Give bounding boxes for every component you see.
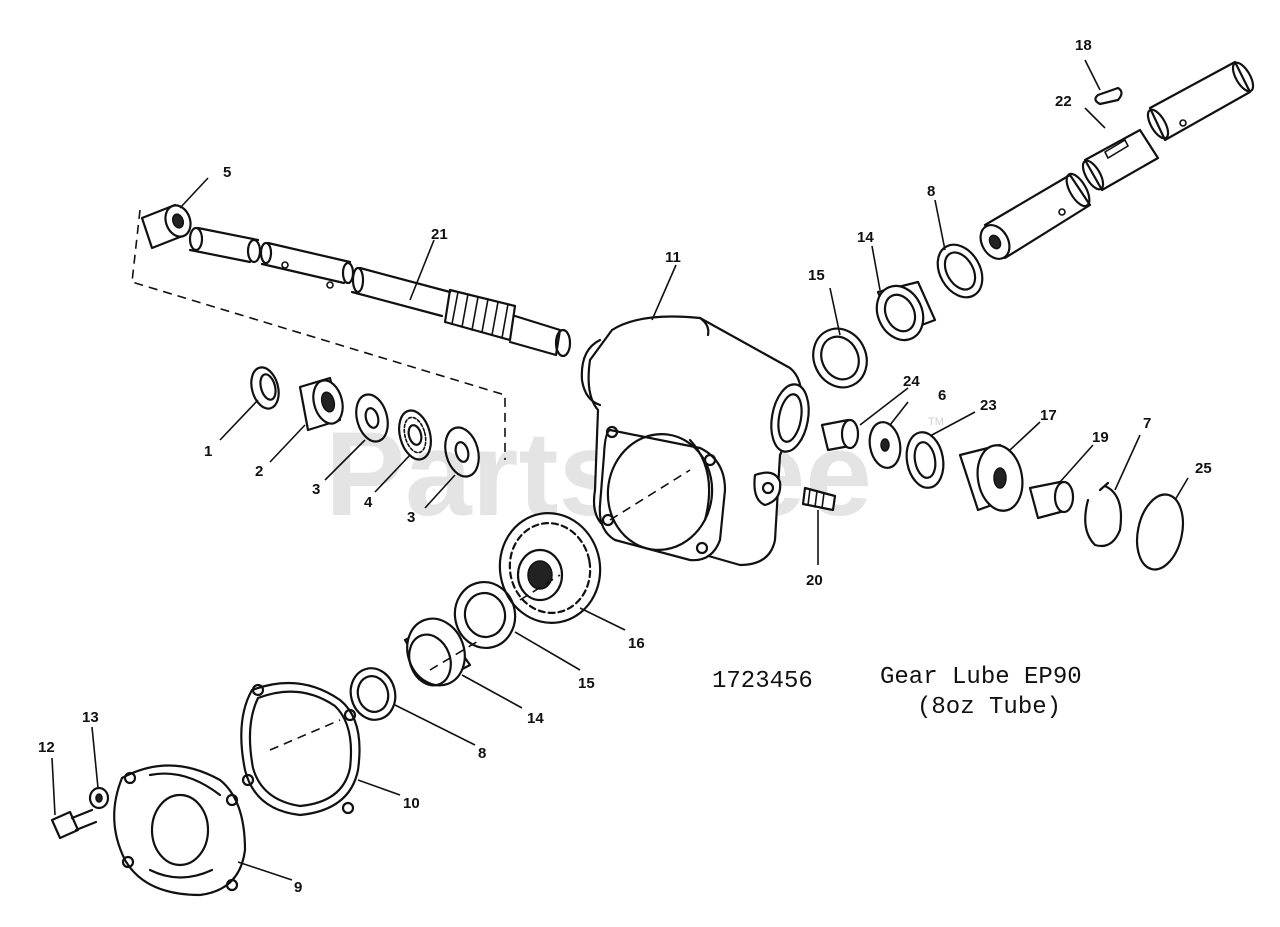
part-4-thrust-bearing[interactable]	[394, 407, 436, 463]
part-17-hub[interactable]	[958, 442, 1027, 515]
watermark-trademark: TM	[928, 416, 944, 428]
part-19-bushing[interactable]	[1028, 480, 1075, 520]
part-24-bushing[interactable]	[820, 418, 860, 452]
part-tube-lower[interactable]	[975, 170, 1094, 264]
callout-18: 18	[1075, 37, 1092, 54]
callout-8b: 8	[478, 745, 486, 762]
part-5-bearing[interactable]	[140, 202, 195, 250]
part-14-bearing-lower[interactable]	[398, 610, 474, 693]
callout-6: 6	[938, 387, 946, 404]
callout-9: 9	[294, 879, 302, 896]
callout-3b: 3	[407, 509, 415, 526]
assembly-bracket-line	[131, 209, 506, 460]
part-13-washer[interactable]	[88, 786, 110, 810]
callout-1: 1	[204, 443, 212, 460]
callout-labels: 5 21 1 2 3 4 3 11 15 14 8 18 22 24 6 23 …	[38, 37, 1212, 896]
part-18-key[interactable]	[1094, 86, 1123, 106]
part-10-gasket[interactable]	[240, 681, 361, 817]
callout-8a: 8	[927, 183, 935, 200]
callout-7: 7	[1143, 415, 1151, 432]
part-11-gear-housing[interactable]	[580, 315, 814, 567]
lower-assembly-axis	[269, 469, 691, 751]
callout-23: 23	[980, 397, 997, 414]
part-15-washer-upper[interactable]	[804, 320, 876, 396]
callout-22: 22	[1055, 93, 1072, 110]
callout-25: 25	[1195, 460, 1212, 477]
callout-12: 12	[38, 739, 55, 756]
part-20-plug[interactable]	[801, 486, 837, 512]
part-9-cover-plate[interactable]	[113, 764, 247, 897]
callout-19: 19	[1092, 429, 1109, 446]
callout-5: 5	[223, 164, 231, 181]
part-7-retaining-ring[interactable]	[1084, 481, 1123, 548]
callout-3a: 3	[312, 481, 320, 498]
part-15-washer-lower[interactable]	[450, 577, 521, 652]
callout-20: 20	[806, 572, 823, 589]
part-23-washer[interactable]	[902, 429, 947, 490]
part-tube-upper[interactable]	[1144, 60, 1257, 142]
part-1-seal[interactable]	[247, 364, 283, 411]
part-8-seal-lower[interactable]	[345, 663, 401, 725]
callout-24: 24	[903, 373, 920, 390]
part-16-gear[interactable]	[491, 505, 609, 631]
callout-21: 21	[431, 226, 448, 243]
part-6-washer[interactable]	[866, 420, 904, 471]
gear-lube-note: 1723456 Gear Lube EP90 (8oz Tube)	[712, 664, 1082, 721]
part-3-washer-b[interactable]	[440, 424, 484, 481]
callout-14b: 14	[527, 710, 544, 727]
part-8-seal-upper[interactable]	[929, 237, 992, 305]
callout-10: 10	[403, 795, 420, 812]
callout-15b: 15	[578, 675, 595, 692]
part-14-bearing-upper[interactable]	[868, 278, 937, 347]
callout-2: 2	[255, 463, 263, 480]
callout-13: 13	[82, 709, 99, 726]
callout-4: 4	[364, 494, 373, 511]
part-22-key-tube[interactable]	[1079, 128, 1160, 192]
callout-15a: 15	[808, 267, 825, 284]
callout-14a: 14	[857, 229, 874, 246]
leader-lines	[51, 59, 1189, 881]
note-description-line2: (8oz Tube)	[917, 694, 1061, 721]
callout-17: 17	[1040, 407, 1057, 424]
callout-11: 11	[665, 249, 681, 266]
part-12-bolt[interactable]	[50, 808, 98, 840]
note-description-line1: Gear Lube EP90	[880, 664, 1082, 691]
part-3-washer-a[interactable]	[351, 391, 392, 445]
callout-16: 16	[628, 635, 645, 652]
part-25-cap[interactable]	[1131, 490, 1190, 573]
part-21-worm-shaft[interactable]	[188, 226, 572, 358]
note-part-number: 1723456	[712, 668, 813, 695]
part-2-bearing[interactable]	[298, 376, 347, 432]
